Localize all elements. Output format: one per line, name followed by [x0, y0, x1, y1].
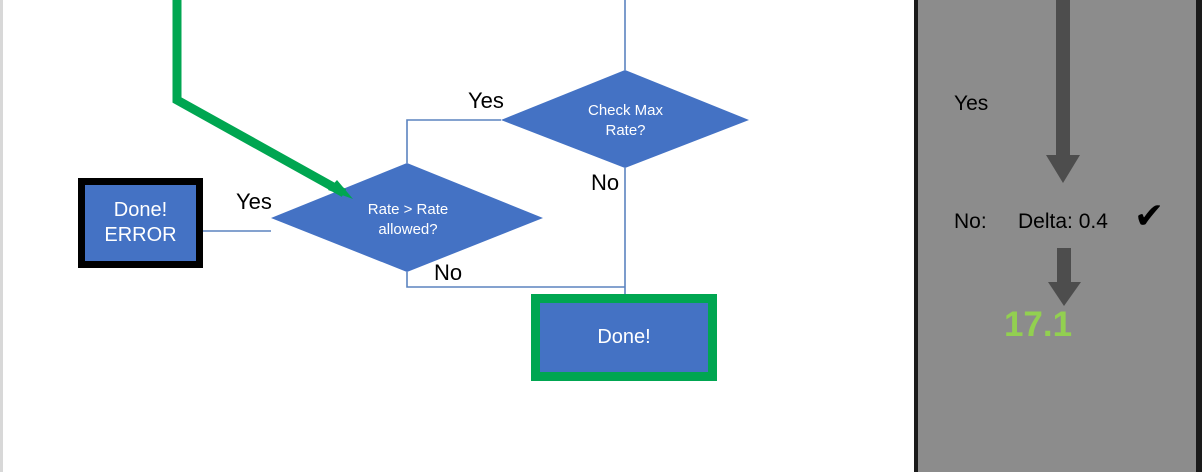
arrow-down-short-head [1048, 282, 1081, 306]
node-done-ok-label: Done! [597, 326, 651, 348]
panel-arrows [1046, 0, 1081, 306]
panel-result-value: 17.1 [1003, 305, 1073, 344]
connector-rateallowed-yes-to-checkmax [406, 119, 501, 163]
edge-label-no-check-max: No [591, 170, 620, 195]
flowchart-canvas: Done! ERROR Done! Rate > Rate allowed? C… [0, 0, 749, 472]
decision-check-max-rate[interactable] [501, 70, 749, 168]
highlight-path-line [172, 0, 347, 197]
connector-rateallowed-no [406, 272, 625, 288]
arrow-down-long-head [1046, 155, 1080, 183]
arrow-down-short-shaft [1057, 248, 1071, 286]
flowchart-connectors [172, 0, 749, 294]
panel-yes-label: Yes [954, 92, 989, 115]
arrow-down-long-shaft [1056, 0, 1070, 158]
edge-label-yes-check-max: Yes [468, 88, 504, 113]
panel-delta-value: Delta: 0.4 [1018, 210, 1108, 233]
edge-label-yes-done-error: Yes [236, 189, 272, 214]
panel-no-label: No: [954, 210, 987, 233]
highlight-path-arrowhead [328, 180, 353, 199]
node-done-error[interactable]: Done! ERROR [78, 178, 203, 268]
edge-label-no-rate-allowed: No [434, 260, 463, 285]
decision-rate-allowed[interactable] [271, 163, 543, 272]
node-done-error-label: Done! ERROR [104, 199, 177, 246]
check-icon: ✔ [1134, 195, 1165, 236]
node-done-ok[interactable]: Done! [531, 294, 717, 381]
status-panel: Yes No: Delta: 0.4 ✔ 17.1 [914, 0, 1202, 472]
